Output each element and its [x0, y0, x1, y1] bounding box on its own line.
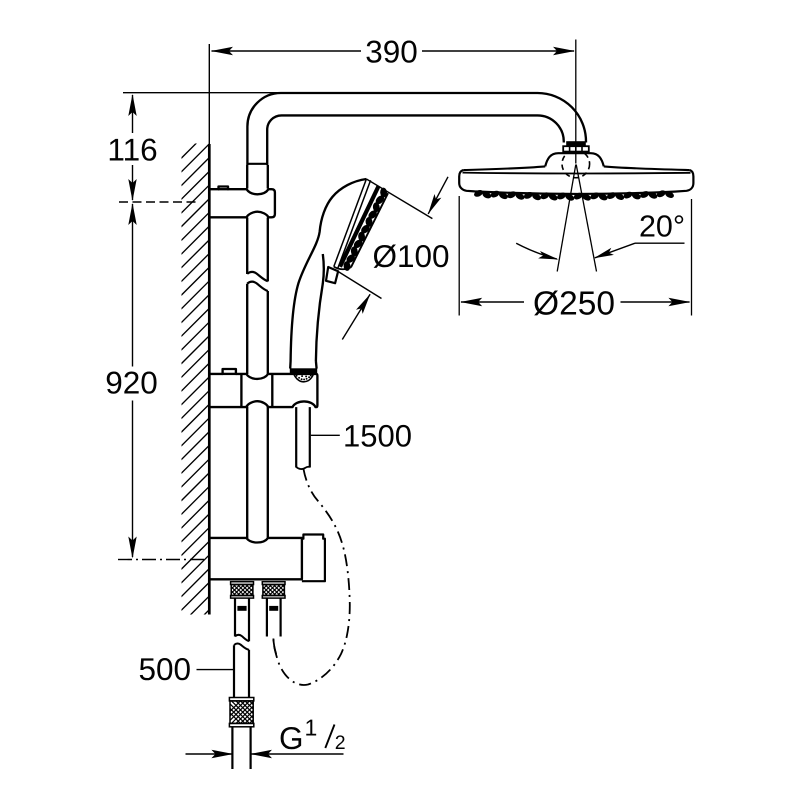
svg-text:390: 390: [365, 33, 418, 69]
svg-text:2: 2: [335, 732, 346, 754]
svg-text:500: 500: [138, 651, 191, 687]
svg-text:20°: 20°: [639, 209, 685, 243]
svg-text:1500: 1500: [343, 419, 412, 454]
svg-text:G: G: [279, 720, 304, 756]
svg-text:Ø100: Ø100: [372, 238, 449, 274]
svg-text:116: 116: [107, 131, 157, 167]
svg-text:1: 1: [304, 715, 317, 741]
svg-text:Ø250: Ø250: [533, 285, 615, 322]
svg-text:920: 920: [105, 364, 158, 400]
